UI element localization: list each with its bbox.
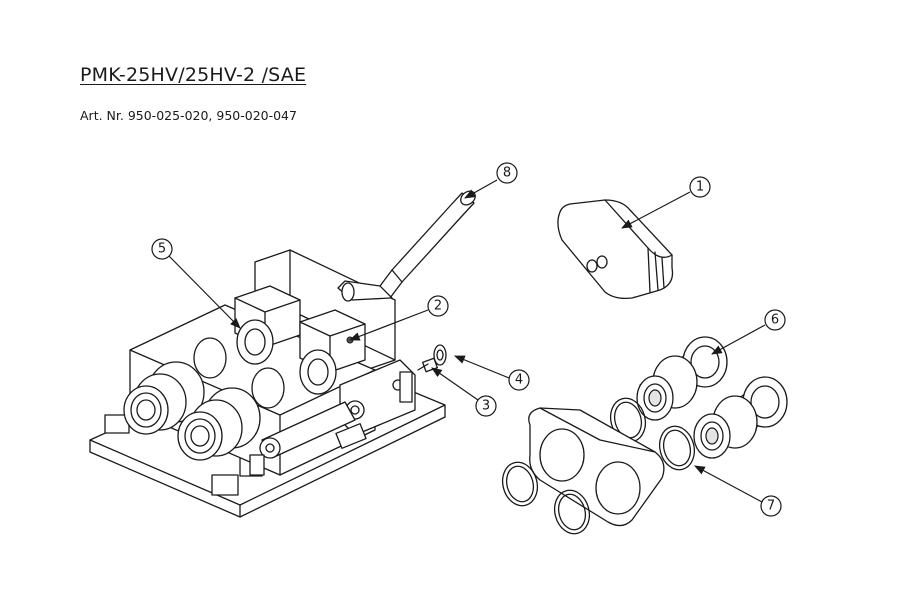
page-title: PMK-25HV/25HV-2 /SAE xyxy=(80,64,307,86)
front-coupling-left xyxy=(123,361,205,435)
svg-text:3: 3 xyxy=(482,399,490,414)
callout-1: 1 xyxy=(689,176,711,198)
callout-4: 4 xyxy=(508,369,530,391)
cover-block xyxy=(557,199,674,300)
callout-6: 6 xyxy=(764,309,786,331)
screw-and-washer xyxy=(417,344,447,373)
svg-text:5: 5 xyxy=(158,242,166,257)
lever-handle xyxy=(337,190,476,302)
callout-5: 5 xyxy=(151,238,173,260)
svg-text:2: 2 xyxy=(434,299,442,314)
callout-7: 7 xyxy=(760,495,782,517)
svg-text:7: 7 xyxy=(767,499,775,514)
svg-text:1: 1 xyxy=(696,180,704,195)
article-numbers: Art. Nr. 950-025-020, 950-020-047 xyxy=(80,108,297,123)
svg-text:8: 8 xyxy=(503,166,511,181)
svg-text:6: 6 xyxy=(771,313,779,328)
callout-3: 3 xyxy=(475,395,497,417)
callout-8: 8 xyxy=(496,162,518,184)
retaining-rings-and-plate xyxy=(501,397,696,535)
main-assembly xyxy=(89,190,476,518)
leader-lines xyxy=(167,179,766,503)
front-coupling-right xyxy=(177,387,265,476)
svg-text:4: 4 xyxy=(515,373,523,388)
callout-2: 2 xyxy=(427,295,449,317)
coupling-parts xyxy=(636,336,788,459)
